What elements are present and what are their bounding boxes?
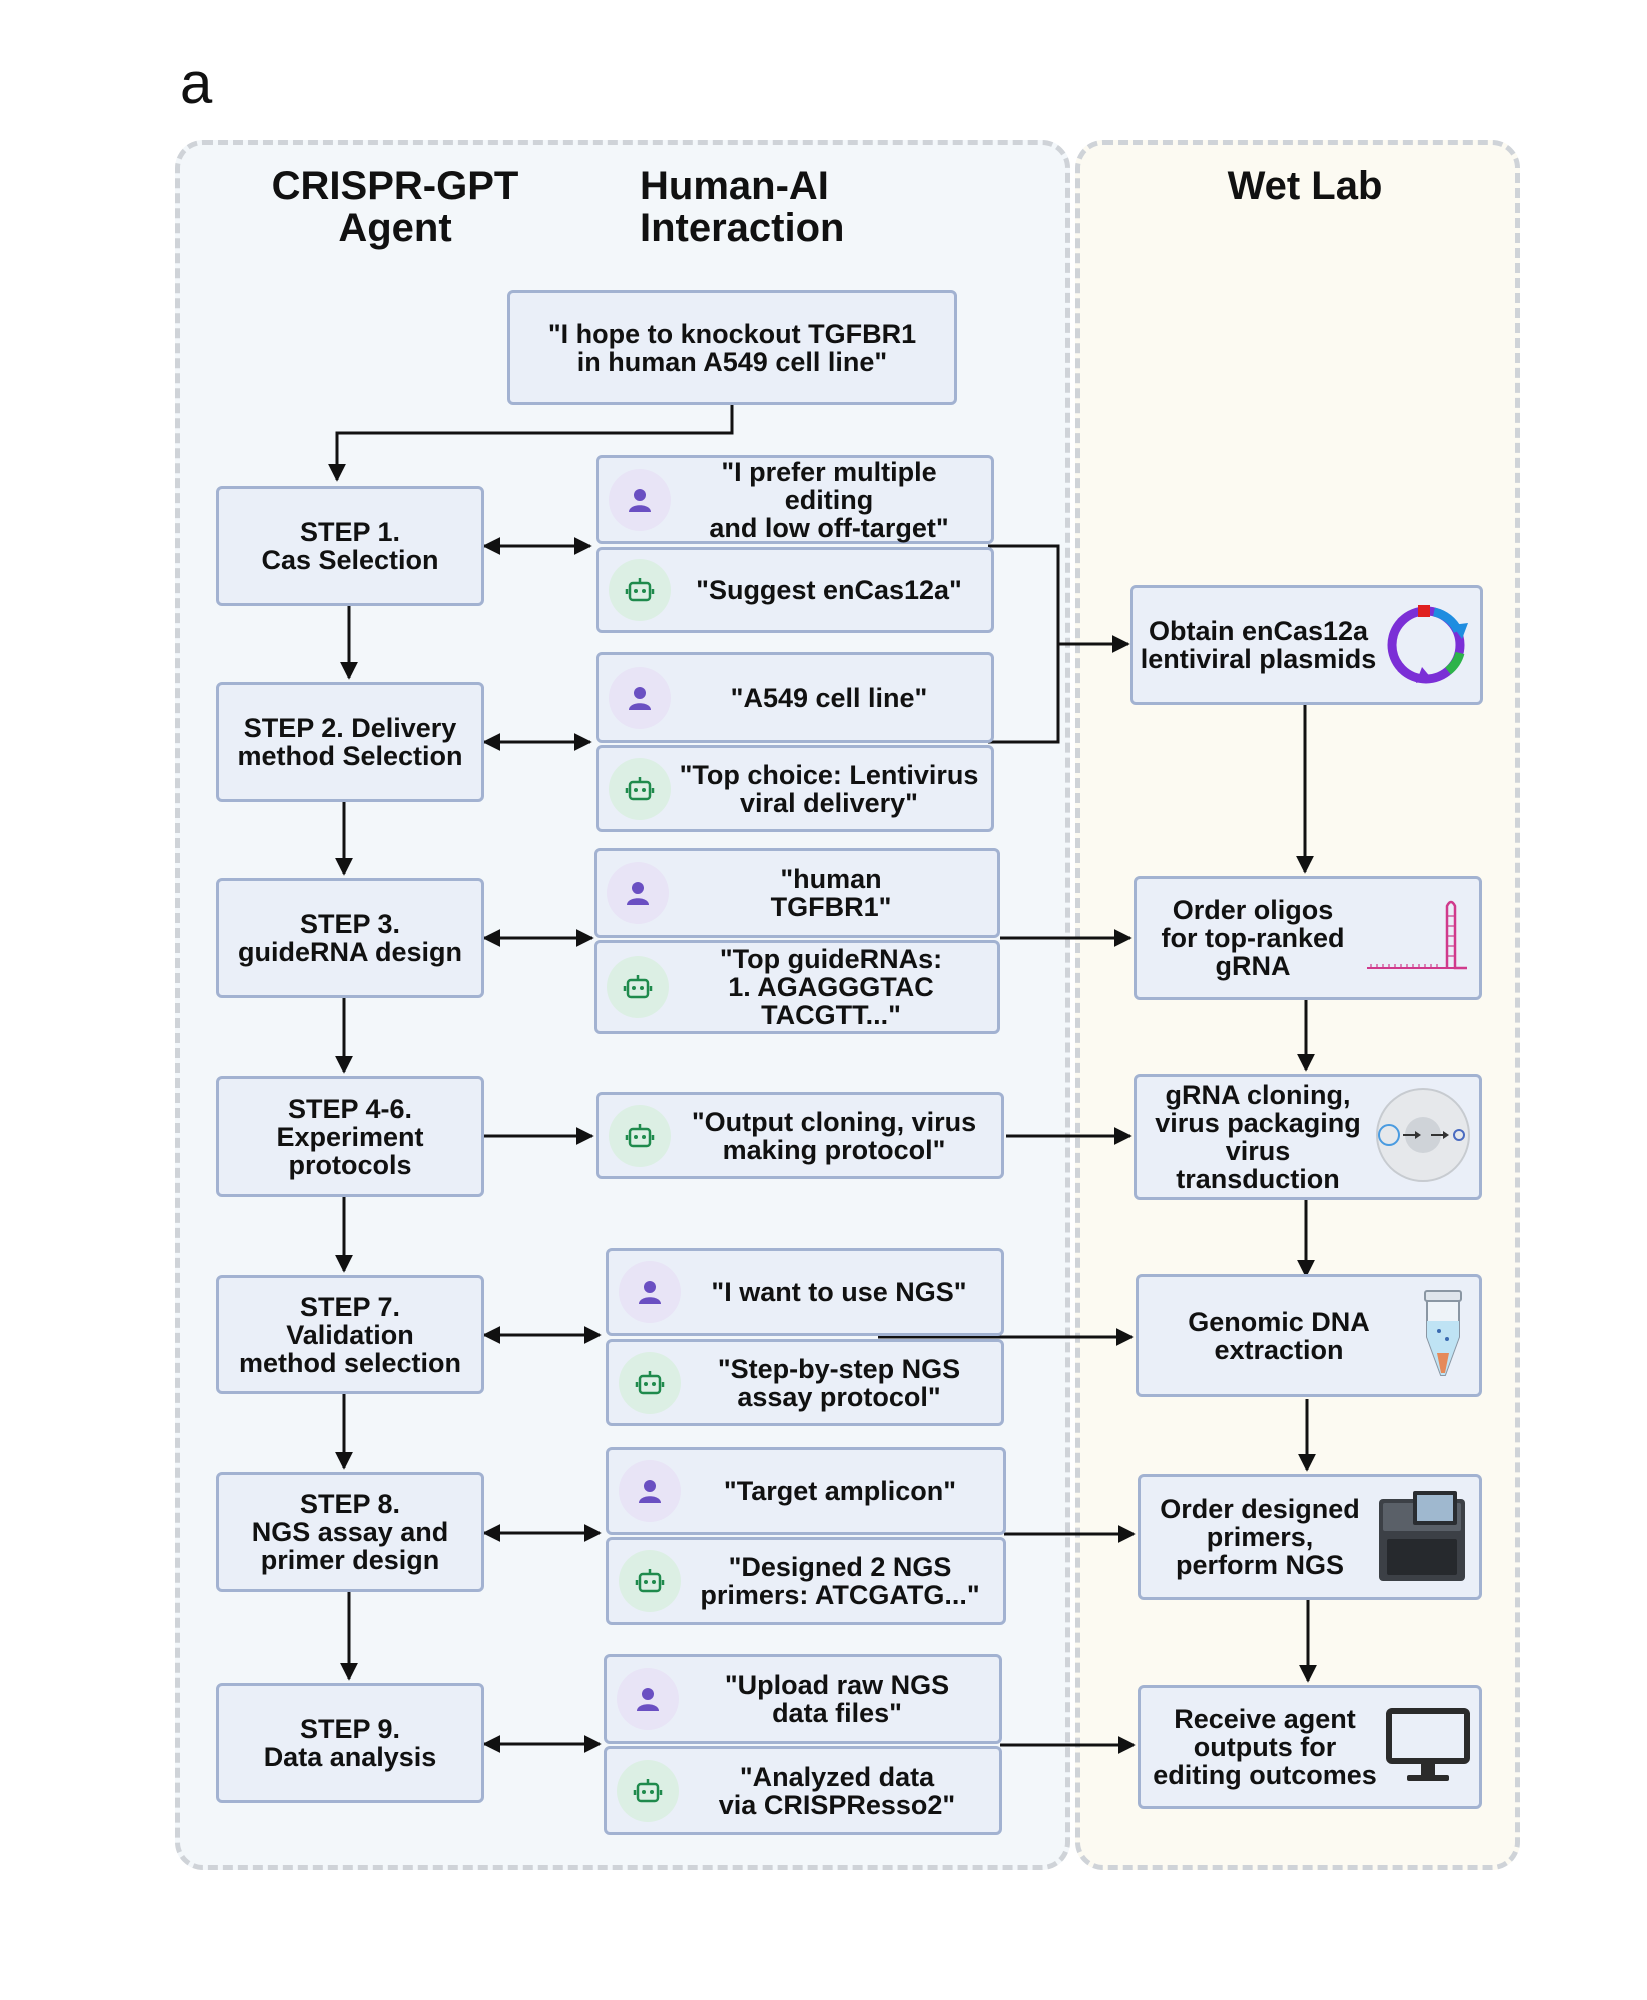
header-interaction: Human-AI Interaction bbox=[640, 164, 845, 250]
step-label: STEP 4-6. Experiment protocols bbox=[276, 1093, 424, 1180]
chat-text: "Analyzed data via CRISPResso2" bbox=[718, 1761, 956, 1820]
wetlab-dna-extraction-box: Genomic DNA extraction bbox=[1136, 1274, 1482, 1397]
chat-user-message: "I prefer multiple editing and low off-t… bbox=[596, 455, 994, 544]
chat-text: "Target amplicon" bbox=[723, 1476, 957, 1506]
wetlab-text: Receive agent outputs for editing outcom… bbox=[1153, 1704, 1377, 1790]
user-request-text: "I hope to knockout TGFBR1 in human A549… bbox=[547, 318, 917, 377]
wetlab-text: Obtain enCas12a lentiviral plasmids bbox=[1140, 616, 1377, 674]
chat-user-message: "human TGFBR1" bbox=[594, 848, 1000, 938]
chat-bot-message: "Suggest enCas12a" bbox=[596, 547, 994, 633]
step-2-box: STEP 2. Delivery method Selection bbox=[216, 682, 484, 802]
chat-bot-message: "Designed 2 NGS primers: ATCGATG..." bbox=[606, 1537, 1006, 1625]
chat-text: "Output cloning, virus making protocol" bbox=[691, 1106, 977, 1165]
chat-bot-message: "Output cloning, virus making protocol" bbox=[596, 1092, 1004, 1179]
wetlab-plasmid-box: Obtain enCas12a lentiviral plasmids bbox=[1130, 585, 1483, 705]
chat-text: "Suggest enCas12a" bbox=[696, 575, 962, 605]
chat-bot-message: "Top guideRNAs: 1. AGAGGGTAC TACGTT..." bbox=[594, 940, 1000, 1034]
wetlab-oligo-box: Order oligos for top-ranked gRNA bbox=[1134, 876, 1482, 1000]
chat-text: "I want to use NGS" bbox=[711, 1277, 967, 1307]
wetlab-text: Order designed primers, perform NGS bbox=[1160, 1494, 1360, 1580]
step-label: STEP 7. Validation method selection bbox=[238, 1291, 462, 1378]
user-icon bbox=[609, 468, 671, 531]
user-icon bbox=[617, 1668, 679, 1730]
step-label: STEP 9. Data analysis bbox=[263, 1714, 437, 1772]
chat-text: "Designed 2 NGS primers: ATCGATG..." bbox=[700, 1552, 980, 1610]
chat-text: "Top guideRNAs: 1. AGAGGGTAC TACGTT..." bbox=[719, 944, 943, 1030]
step-label: STEP 8. NGS assay and primer design bbox=[251, 1489, 449, 1575]
chat-text: "Upload raw NGS data files" bbox=[724, 1670, 950, 1728]
step-label: STEP 1. Cas Selection bbox=[261, 517, 439, 575]
step-label: STEP 2. Delivery method Selection bbox=[237, 713, 463, 771]
chat-user-message: "Upload raw NGS data files" bbox=[604, 1654, 1002, 1744]
wetlab-text: Order oligos for top-ranked gRNA bbox=[1161, 895, 1345, 981]
wetlab-cloning-box: gRNA cloning, virus packaging virus tran… bbox=[1134, 1074, 1482, 1200]
robot-icon bbox=[619, 1550, 681, 1612]
plasmid-icon bbox=[1378, 595, 1474, 696]
step-7-box: STEP 7. Validation method selection bbox=[216, 1275, 484, 1394]
chat-text: "Top choice: Lentivirus viral delivery" bbox=[679, 759, 979, 818]
chat-bot-message: "Step-by-step NGS assay protocol" bbox=[606, 1339, 1004, 1426]
user-icon bbox=[609, 666, 671, 729]
wetlab-text: Genomic DNA extraction bbox=[1188, 1306, 1370, 1365]
step-8-box: STEP 8. NGS assay and primer design bbox=[216, 1472, 484, 1592]
chat-bot-message: "Top choice: Lentivirus viral delivery" bbox=[596, 745, 994, 832]
step-9-box: STEP 9. Data analysis bbox=[216, 1683, 484, 1803]
step-4-6-box: STEP 4-6. Experiment protocols bbox=[216, 1076, 484, 1197]
chat-text: "A549 cell line" bbox=[730, 682, 928, 713]
header-agent: CRISPR-GPT Agent bbox=[271, 164, 519, 250]
user-icon bbox=[619, 1460, 681, 1522]
wetlab-results-box: Receive agent outputs for editing outcom… bbox=[1138, 1685, 1482, 1809]
chat-text: "human TGFBR1" bbox=[770, 864, 892, 922]
step-1-box: STEP 1. Cas Selection bbox=[216, 486, 484, 606]
robot-icon bbox=[609, 559, 671, 621]
tube-icon bbox=[1413, 1287, 1473, 1384]
chat-text: "I prefer multiple editing and low off-t… bbox=[709, 456, 949, 543]
grna-hairpin-icon bbox=[1363, 896, 1473, 981]
virus-dish-icon bbox=[1373, 1085, 1473, 1190]
user-icon bbox=[607, 862, 669, 924]
chat-text: "Step-by-step NGS assay protocol" bbox=[717, 1353, 961, 1412]
wetlab-text: gRNA cloning, virus packaging virus tran… bbox=[1155, 1080, 1361, 1194]
header-wetlab: Wet Lab bbox=[1227, 164, 1383, 208]
robot-icon bbox=[617, 1759, 679, 1822]
robot-icon bbox=[609, 757, 671, 820]
user-request-box: "I hope to knockout TGFBR1 in human A549… bbox=[507, 290, 957, 405]
robot-icon bbox=[619, 1351, 681, 1414]
user-icon bbox=[619, 1261, 681, 1323]
monitor-icon bbox=[1383, 1705, 1473, 1790]
robot-icon bbox=[607, 956, 669, 1018]
robot-icon bbox=[609, 1104, 671, 1167]
panel-label: a bbox=[180, 51, 213, 116]
step-3-box: STEP 3. guideRNA design bbox=[216, 878, 484, 998]
chat-user-message: "I want to use NGS" bbox=[606, 1248, 1004, 1336]
chat-bot-message: "Analyzed data via CRISPResso2" bbox=[604, 1746, 1002, 1835]
sequencer-icon bbox=[1373, 1485, 1473, 1590]
wetlab-ngs-box: Order designed primers, perform NGS bbox=[1138, 1474, 1482, 1600]
chat-user-message: "A549 cell line" bbox=[596, 652, 994, 743]
step-label: STEP 3. guideRNA design bbox=[237, 909, 462, 967]
chat-user-message: "Target amplicon" bbox=[606, 1447, 1006, 1535]
